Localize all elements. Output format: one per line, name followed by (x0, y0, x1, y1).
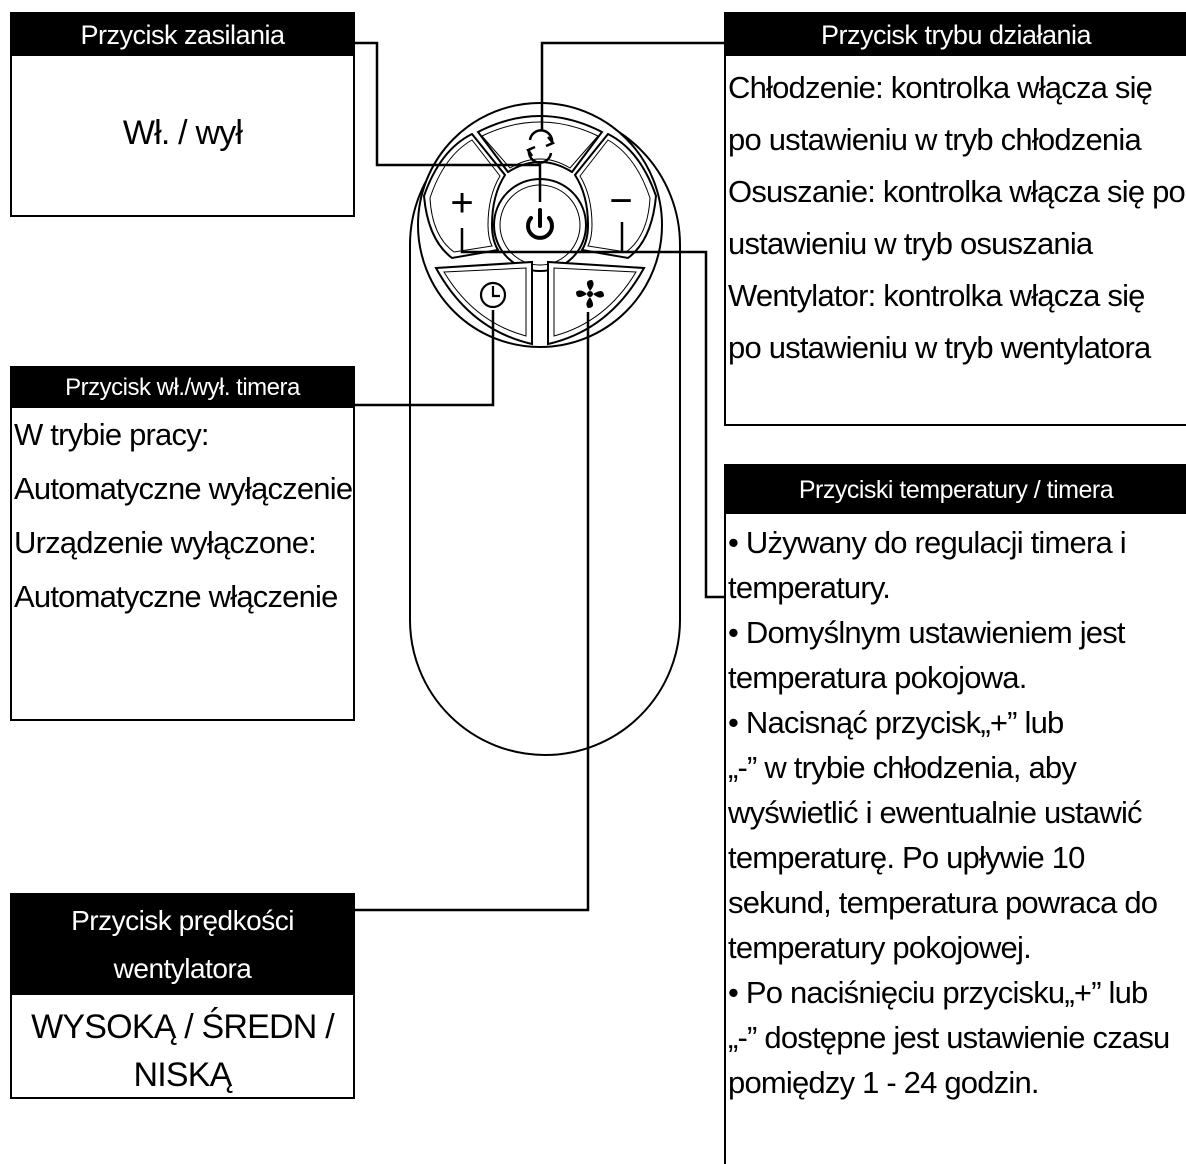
leader-fan (355, 312, 590, 912)
power-callout-title: Przycisk zasilania (12, 14, 353, 56)
leader-temp (460, 228, 724, 599)
fan-icon (576, 280, 604, 308)
timer-line: Automatyczne wyłączenie (14, 471, 353, 506)
leader-lines (355, 41, 724, 912)
timer-button-callout: Przycisk wł./wył. timera W trybie pracy:… (10, 366, 355, 721)
temp-line: • Nacisnąć przycisk„+” lub (728, 705, 1064, 740)
mode-line: Chłodzenie: kontrolka włącza się (728, 70, 1153, 105)
temp-line: temperatury pokojowej. (728, 930, 1032, 965)
timer-line: Urządzenie wyłączone: (14, 525, 317, 560)
temp-callout-title: Przyciski temperatury / timera (726, 466, 1186, 514)
timer-line: Automatyczne włączenie (14, 579, 338, 614)
fan-callout-title: Przycisk prędkości wentylatora (12, 895, 353, 995)
mode-line: Osuszanie: kontrolka włącza się po (728, 174, 1186, 209)
mode-line: po ustawieniu w tryb chłodzenia (728, 122, 1142, 157)
timer-callout-title: Przycisk wł./wył. timera (12, 368, 353, 408)
power-button-callout: Przycisk zasilania Wł. / wył (10, 12, 355, 217)
minus-button[interactable] (573, 132, 658, 260)
mode-callout-body: Chłodzenie: kontrolka włącza się po usta… (726, 56, 1186, 374)
timer-line: W trybie pracy: (14, 417, 210, 452)
temperature-timer-callout: Przyciski temperatury / timera • Używany… (724, 464, 1186, 1164)
timer-clock-icon (479, 281, 507, 309)
fan-text-line: WYSOKĄ / ŚREDN / (31, 1008, 335, 1046)
mode-cycle-icon (526, 129, 556, 164)
temp-line: „-” dostępne jest ustawienie czasu (728, 1020, 1170, 1055)
leader-mode (540, 41, 724, 130)
fan-text-line: NISKĄ (133, 1056, 232, 1094)
leader-power (355, 41, 542, 202)
temp-line: pomiędzy 1 - 24 godzin. (728, 1065, 1040, 1100)
temp-line: „-” w trybie chłodzenia, aby (728, 750, 1077, 785)
mode-line: Wentylator: kontrolka włącza się (728, 278, 1145, 313)
temp-callout-body: • Używany do regulacji timera i temperat… (726, 514, 1186, 1105)
leader-timer (355, 310, 495, 407)
temp-line: sekund, temperatura powraca do (728, 885, 1158, 920)
temp-line: wyświetlić i ewentualnie ustawić (728, 795, 1143, 830)
power-icon (526, 208, 554, 240)
mode-button-callout: Przycisk trybu działania Chłodzenie: kon… (724, 12, 1186, 426)
mode-line: po ustawieniu w tryb wentylatora (728, 330, 1151, 365)
fan-speed-callout: Przycisk prędkości wentylatora WYSOKĄ / … (10, 893, 355, 1099)
plus-icon: + (450, 181, 473, 225)
fan-speed-button[interactable] (547, 260, 646, 346)
temp-line: • Używany do regulacji timera i (728, 525, 1127, 560)
fan-title-line: Przycisk prędkości (71, 905, 294, 936)
timer-callout-body: W trybie pracy: Automatyczne wyłączenie … (12, 408, 353, 624)
temp-line: • Domyślnym ustawieniem jest (728, 615, 1126, 650)
temp-line: temperaturę. Po upływie 10 (728, 840, 1085, 875)
minus-icon: − (609, 179, 632, 223)
mode-callout-title: Przycisk trybu działania (726, 14, 1186, 56)
fan-title-line: wentylatora (113, 953, 252, 984)
power-callout-text: Wł. / wył (122, 114, 243, 152)
mode-line: ustawieniu w tryb osuszania (728, 226, 1093, 261)
fan-callout-body: WYSOKĄ / ŚREDN / NISKĄ (12, 995, 353, 1099)
temp-line: temperatura pokojowa. (728, 660, 1027, 695)
temp-line: temperatury. (728, 570, 891, 605)
temp-line: • Po naciśnięciu przycisku„+” lub (728, 975, 1148, 1010)
